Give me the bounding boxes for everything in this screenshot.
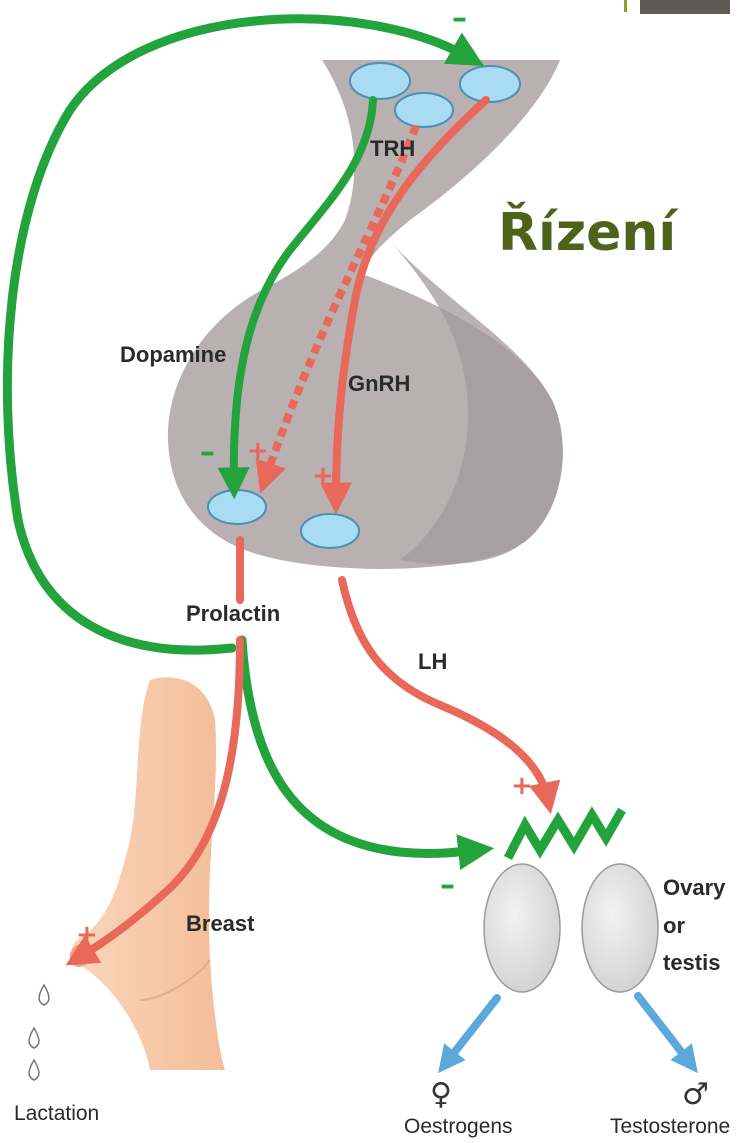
milk-droplet-1 bbox=[39, 985, 49, 1005]
trh-plus-sign: + bbox=[247, 436, 269, 466]
gnrh-plus-sign: + bbox=[312, 461, 334, 491]
breast-label: Breast bbox=[186, 911, 255, 936]
lh-stimulation-arrow bbox=[342, 580, 548, 800]
pituitary-lactotroph-cell bbox=[208, 490, 266, 524]
gonad-testis bbox=[582, 864, 658, 992]
feedback-minus-sign: – bbox=[452, 1, 467, 36]
hypothalamic-cell-trh bbox=[395, 93, 453, 127]
gonad-ovary bbox=[484, 864, 560, 992]
page-title: Řízení bbox=[498, 202, 679, 263]
trh-label: TRH bbox=[370, 136, 415, 161]
hypothalamic-cell-dopamine bbox=[350, 63, 410, 99]
gnrh-label: GnRH bbox=[348, 371, 410, 396]
ovary-label-line1: Ovary bbox=[663, 875, 726, 900]
lh-plus-sign: + bbox=[511, 771, 533, 801]
testosterone-output-arrow bbox=[638, 996, 690, 1063]
oestrogen-output-arrow bbox=[446, 998, 497, 1063]
ovary-label-line2: or bbox=[663, 913, 685, 938]
lh-label: LH bbox=[418, 649, 447, 674]
prolactin-label: Prolactin bbox=[186, 601, 280, 626]
breast-plus-sign: + bbox=[76, 920, 98, 950]
milk-droplet-3 bbox=[29, 1060, 39, 1080]
ovary-label-line3: testis bbox=[663, 950, 720, 975]
male-symbol: ♂ bbox=[682, 1077, 709, 1112]
dopamine-label: Dopamine bbox=[120, 342, 226, 367]
gonad-inhibition-zigzag bbox=[508, 810, 622, 858]
corner-decoration-tick bbox=[624, 0, 627, 12]
lactation-label: Lactation bbox=[14, 1102, 99, 1125]
female-symbol: ♀ bbox=[430, 1077, 452, 1112]
pituitary-gonadotroph-cell bbox=[301, 514, 359, 548]
dopamine-minus-sign: – bbox=[200, 435, 215, 470]
testosterone-label: Testosterone bbox=[610, 1115, 730, 1138]
oestrogens-label: Oestrogens bbox=[404, 1115, 513, 1138]
hypothalamic-cell-gnrh bbox=[460, 66, 520, 102]
breast-shape bbox=[72, 677, 225, 1070]
gonad-minus-sign: – bbox=[440, 868, 455, 903]
milk-droplet-2 bbox=[29, 1028, 39, 1048]
corner-decoration-bar bbox=[640, 0, 730, 14]
